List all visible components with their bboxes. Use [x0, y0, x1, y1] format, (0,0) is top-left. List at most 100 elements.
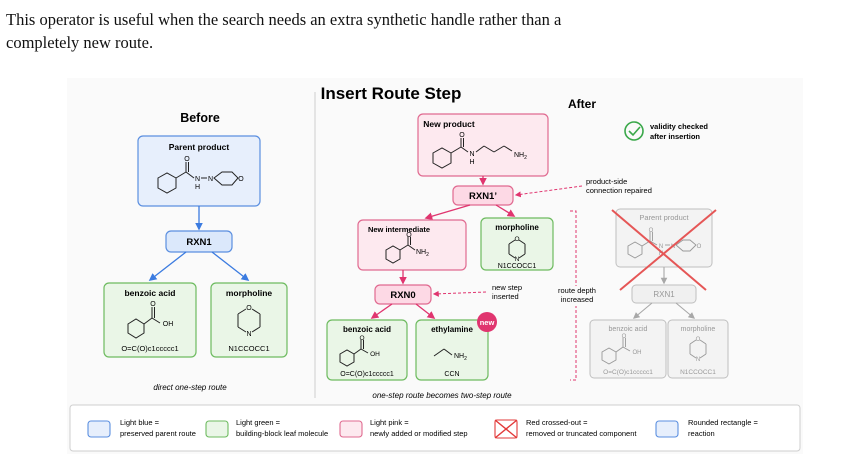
arrow-rxn0-to-benzoic — [370, 303, 393, 319]
before-heading: Before — [180, 111, 220, 125]
atom-n: N — [469, 151, 474, 158]
ethylamine-node: ethylamine NH2 CCN — [415, 319, 489, 381]
new-step-note-line2: inserted — [492, 292, 519, 301]
rxn0-label: RXN0 — [390, 290, 415, 301]
after-benzoic-name: benzoic acid — [343, 325, 391, 334]
route-depth-label-bg — [555, 286, 599, 306]
atom-h: H — [195, 184, 200, 191]
atom-o: O — [406, 232, 412, 239]
atom-oh: OH — [633, 350, 642, 356]
legend: Light blue = preserved parent route Ligh… — [69, 404, 801, 452]
after-morpholine-smiles: N1CCOCC1 — [498, 263, 537, 270]
legend-pink-line1: Light pink = — [370, 418, 409, 427]
atom-o: O — [697, 244, 702, 250]
arrow-rxn0-to-ethylamine — [415, 303, 436, 319]
after-benzoic-acid-node: benzoic acid O OH O=C(O)c1ccccc1 — [326, 319, 408, 381]
ghost-parent-node: Parent product O N H N O — [615, 208, 713, 268]
product-side-note-line2: connection repaired — [586, 186, 652, 195]
arrow-rxn1-to-morpholine — [211, 251, 250, 281]
ghost-benzoic-name: benzoic acid — [609, 326, 648, 333]
red-cross-line-1 — [611, 209, 707, 291]
atom-n: N — [515, 256, 520, 263]
atom-n: N — [696, 357, 700, 363]
legend-red-line2: removed or truncated component — [526, 429, 637, 438]
ghost-arrow-to-morpholine — [675, 302, 696, 319]
before-parent-product-node: Parent product O N H N O — [137, 135, 261, 207]
atom-o: O — [622, 334, 627, 340]
new-product-label: New product — [423, 119, 475, 129]
product-side-pointer — [514, 185, 583, 198]
before-rxn1-node: RXN1 — [165, 230, 233, 253]
rxn1-prime-node: RXN1’ — [452, 185, 514, 206]
validity-check: validity checked after insertion — [624, 121, 708, 141]
atom-o: O — [246, 305, 252, 312]
atom-h: H — [469, 159, 474, 166]
legend-pink-line2: newly added or modified step — [370, 429, 468, 438]
new-step-note-line1: new step — [492, 283, 522, 292]
atom-nh2: NH2 — [514, 152, 527, 161]
paragraph-line-1: This operator is useful when the search … — [6, 10, 562, 29]
atom-n: N — [208, 176, 213, 183]
validity-note-line2: after insertion — [650, 132, 700, 141]
checkmark-icon — [628, 126, 641, 137]
new-badge-label: new — [480, 318, 495, 327]
rxn0-node: RXN0 — [374, 284, 432, 305]
route-depth-line1: route depth — [558, 286, 596, 295]
atom-o: O — [459, 132, 465, 139]
arrow-rxn1prime-to-morpholine — [495, 204, 516, 217]
atom-h: H — [659, 251, 663, 257]
red-cross-line-2 — [619, 209, 717, 291]
before-caption: direct one-step route — [153, 383, 227, 392]
ghost-parent-label: Parent product — [639, 213, 689, 222]
ghost-rxn1-label: RXN1 — [653, 290, 675, 299]
ethylamine-smiles: CCN — [444, 371, 459, 378]
atom-nh2: NH2 — [416, 249, 429, 258]
legend-rect-line1: Rounded rectangle = — [688, 418, 758, 427]
validity-note-line1: validity checked — [650, 122, 708, 131]
legend-blue-line2: preserved parent route — [120, 429, 196, 438]
atom-oh: OH — [163, 321, 174, 328]
legend-red-line1: Red crossed-out = — [526, 418, 588, 427]
atom-o: O — [514, 236, 519, 243]
after-morpholine-node: morpholine O N N1CCOCC1 — [480, 217, 554, 271]
removed-route: Parent product O N H N O — [589, 208, 729, 379]
atom-o: O — [359, 335, 364, 342]
legend-green-line1: Light green = — [236, 418, 281, 427]
atom-o: O — [649, 228, 654, 234]
before-benzoic-acid-node: benzoic acid O OH O=C(O)c1ccccc1 — [103, 282, 197, 358]
route-depth-line2: increased — [561, 295, 594, 304]
after-caption: one-step route becomes two-step route — [372, 391, 512, 400]
arrow-rxn1prime-to-intermediate — [424, 204, 471, 220]
product-side-note-line1: product-side — [586, 177, 627, 186]
ghost-morpholine-smiles: N1CCOCC1 — [680, 369, 716, 376]
legend-item-rect: Rounded rectangle = reaction — [655, 418, 758, 438]
rxn1-prime-label: RXN1’ — [469, 191, 497, 202]
before-panel: Before Parent product O N H N O RXN1 — [103, 111, 288, 392]
legend-item-pink: Light pink = newly added or modified ste… — [339, 418, 468, 438]
legend-box — [69, 404, 801, 452]
legend-item-red: Red crossed-out = removed or truncated c… — [494, 418, 637, 439]
ghost-morpholine-name: morpholine — [681, 326, 716, 333]
before-morpholine-smiles: N1CCOCC1 — [228, 344, 269, 353]
atom-o: O — [184, 156, 190, 163]
ghost-morpholine-node: morpholine O N N1CCOCC1 — [667, 319, 729, 379]
figure-title: Insert Route Step — [321, 84, 462, 103]
atom-oh: OH — [370, 351, 380, 358]
before-benzoic-name: benzoic acid — [124, 288, 175, 298]
legend-green-line2: building-block leaf molecule — [236, 429, 328, 438]
ghost-arrow-to-benzoic — [632, 302, 653, 319]
atom-o: O — [238, 176, 244, 183]
check-circle-icon — [624, 121, 644, 141]
new-step-pointer — [432, 290, 487, 297]
atom-nh2: NH2 — [454, 353, 467, 362]
after-heading: After — [568, 97, 596, 111]
atom-n: N — [195, 176, 200, 183]
before-morpholine-name: morpholine — [226, 288, 273, 298]
body-paragraph: This operator is useful when the search … — [6, 8, 856, 54]
after-panel: After validity checked after insertion N… — [326, 97, 729, 400]
atom-n: N — [659, 244, 663, 250]
atom-o: O — [696, 337, 701, 343]
arrow-rxn1-to-benzoic — [148, 251, 187, 281]
before-rxn1-label: RXN1 — [186, 237, 212, 248]
new-intermediate-node: New intermediate O NH2 — [357, 219, 467, 271]
